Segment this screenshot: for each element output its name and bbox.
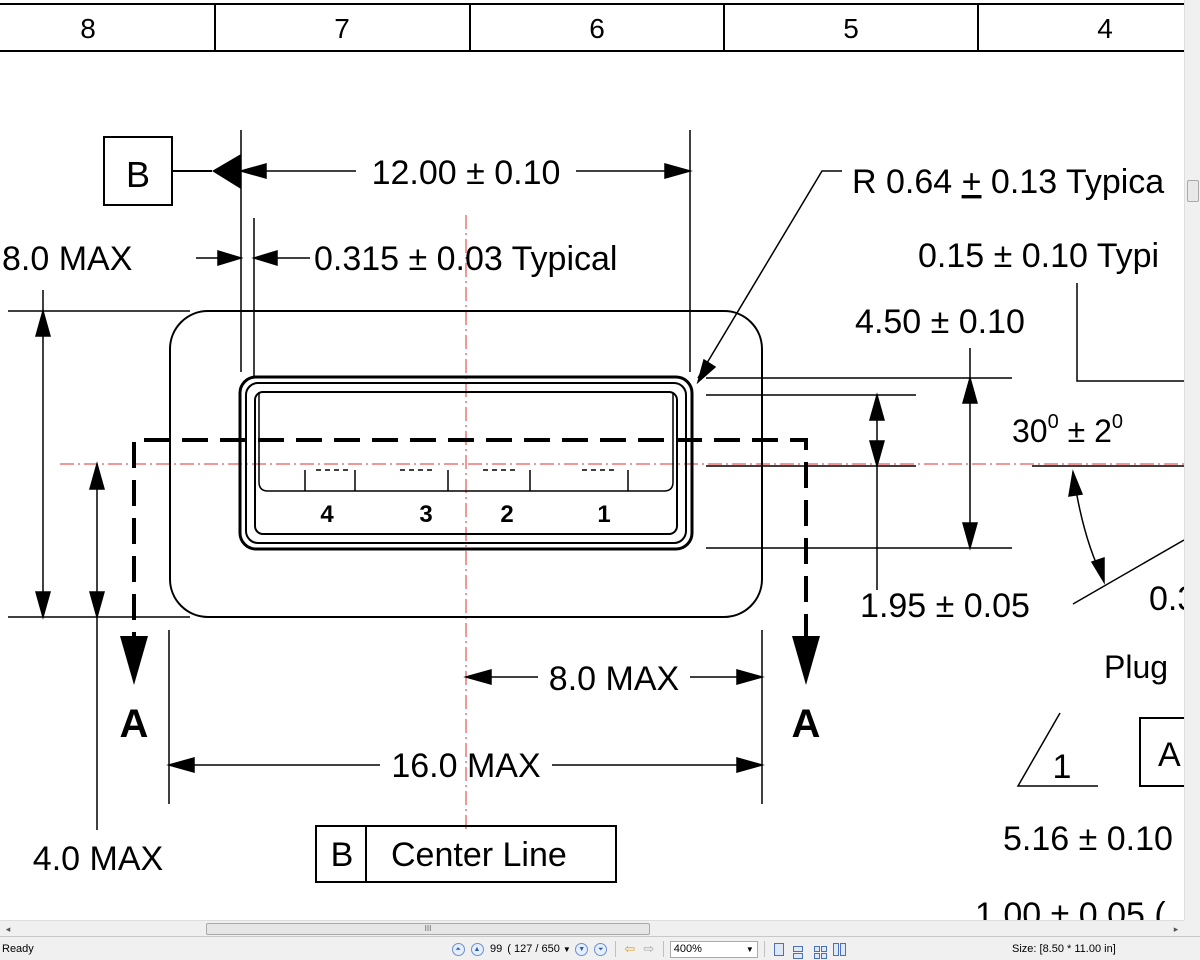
page-number-input[interactable]: 99 [490, 943, 503, 955]
book-view-button[interactable] [828, 941, 844, 957]
datum-b-letter: B [126, 154, 150, 195]
centerline-datum-box [315, 825, 617, 883]
page-dropdown-icon[interactable]: ▼ [562, 944, 571, 954]
section-arrows [120, 636, 820, 685]
book-page-icon [832, 942, 839, 956]
zone-number: 5 [843, 13, 859, 44]
dim-wall-lines [196, 218, 310, 378]
facing-page-icon [813, 946, 820, 952]
dim-overall-height: 8.0 MAX [2, 240, 132, 278]
single-page-view-button[interactable] [771, 941, 787, 957]
note-flag-number: 1 [1053, 748, 1072, 786]
datum-b-triangle [212, 154, 241, 189]
dim-100-partial: 1.00 ± 0.05 ( [975, 896, 1166, 920]
pin-number: 1 [597, 501, 610, 528]
separator [662, 941, 664, 957]
scroll-grip: III [424, 924, 432, 933]
angle-dim: 300 ± 20 [1012, 411, 1123, 449]
dim-left-vertical [8, 290, 190, 830]
back-arrow-icon: ⇦ [624, 941, 636, 956]
receptacle-outline [169, 310, 763, 618]
dim-typical-partial: 0.15 ± 0.10 Typi [918, 237, 1159, 275]
zone-number: 7 [334, 13, 350, 44]
continuous-page-icon [792, 946, 803, 952]
centerline-datum-letter: B [331, 836, 354, 874]
last-page-icon: ⏷ [594, 942, 608, 956]
dim-width-12: 12.00 ± 0.10 [372, 154, 561, 192]
zone-number: 8 [80, 13, 96, 44]
note-flag [1016, 712, 1098, 787]
single-page-icon [773, 942, 784, 956]
radius-leader [696, 170, 842, 385]
centerlines [60, 215, 1184, 830]
scroll-left-icon[interactable]: ◂ [5, 924, 11, 934]
pin-number: 4 [320, 501, 334, 528]
partial-a-box [1139, 717, 1184, 787]
zone-number: 6 [589, 13, 605, 44]
dim-right-vertical [706, 348, 1012, 590]
forward-button[interactable]: ⇨ [641, 941, 657, 957]
continuous-view-button[interactable] [790, 941, 806, 957]
zoom-value: 400% [673, 942, 702, 955]
status-bar: Ready ⏶ ▲ 99 ( 127 / 650 ▼ ▼ ⏷ ⇦ ⇨ 400% ▼… [0, 936, 1200, 960]
zone-number: 4 [1097, 13, 1113, 44]
dim-full-width: 16.0 MAX [391, 747, 540, 785]
dim-half-height: 4.0 MAX [33, 840, 163, 878]
page-size-readout: Size: [8.50 * 11.00 in] [1012, 943, 1116, 955]
status-ready: Ready [2, 943, 34, 955]
typ-bracket [1076, 283, 1184, 382]
first-page-button[interactable]: ⏶ [450, 941, 466, 957]
previous-page-button[interactable]: ▲ [469, 941, 485, 957]
next-page-icon: ▼ [575, 942, 589, 956]
angle-geometry [1032, 465, 1184, 605]
dim-03-partial: 0.3 [1149, 580, 1184, 618]
vertical-scrollbar[interactable] [1184, 0, 1200, 920]
previous-page-icon: ▲ [470, 942, 484, 956]
shell-outline [238, 375, 694, 551]
back-button[interactable]: ⇦ [622, 941, 638, 957]
dim-half-width: 8.0 MAX [549, 660, 679, 698]
pin-number: 2 [500, 501, 513, 528]
section-mark-left: A [120, 702, 149, 746]
separator [763, 941, 765, 957]
horizontal-scroll-thumb[interactable]: III [206, 923, 650, 935]
document-viewport[interactable]: 8 7 6 5 4 4 3 2 1 [0, 0, 1184, 920]
forward-arrow-icon: ⇨ [643, 941, 655, 956]
dim-516-partial: 5.16 ± 0.10 [1003, 820, 1173, 858]
contact-tongue [258, 392, 674, 492]
section-cut-line [132, 438, 808, 640]
dim-wall: 0.315 ± 0.03 Typical [314, 240, 617, 278]
zone-header [0, 3, 1184, 52]
plug-label-partial: Plug [1104, 649, 1168, 685]
separator [614, 941, 616, 957]
horizontal-scrollbar[interactable]: ◂ III ▸ [0, 920, 1184, 936]
page-total: ( 127 / 650 [507, 943, 560, 955]
last-page-button[interactable]: ⏷ [593, 941, 609, 957]
zoom-select[interactable]: 400% ▼ [669, 940, 758, 958]
section-mark-right: A [792, 702, 821, 746]
dim-12-lines [238, 130, 693, 372]
pin-number: 3 [419, 501, 432, 528]
dim-contact: 1.95 ± 0.05 [860, 587, 1030, 625]
dim-radius: R 0.64 + 0.13 Typica [852, 163, 1164, 201]
usb-drawing: 8 7 6 5 4 4 3 2 1 [0, 3, 1184, 920]
facing-view-button[interactable] [809, 941, 825, 957]
next-page-button[interactable]: ▼ [574, 941, 590, 957]
dim-bottom [166, 630, 765, 804]
partial-a-letter: A [1158, 736, 1181, 774]
scroll-right-icon[interactable]: ▸ [1173, 924, 1179, 934]
zoom-dropdown-icon: ▼ [745, 944, 754, 954]
first-page-icon: ⏶ [451, 942, 465, 956]
scrollbar-corner [1184, 920, 1200, 936]
dim-height-inner: 4.50 ± 0.10 [855, 303, 1025, 341]
centerline-label: Center Line [391, 836, 567, 874]
vertical-scroll-thumb[interactable] [1187, 180, 1199, 202]
page-navigation: ⏶ ▲ 99 ( 127 / 650 ▼ ▼ ⏷ ⇦ ⇨ 400% ▼ [450, 940, 844, 958]
